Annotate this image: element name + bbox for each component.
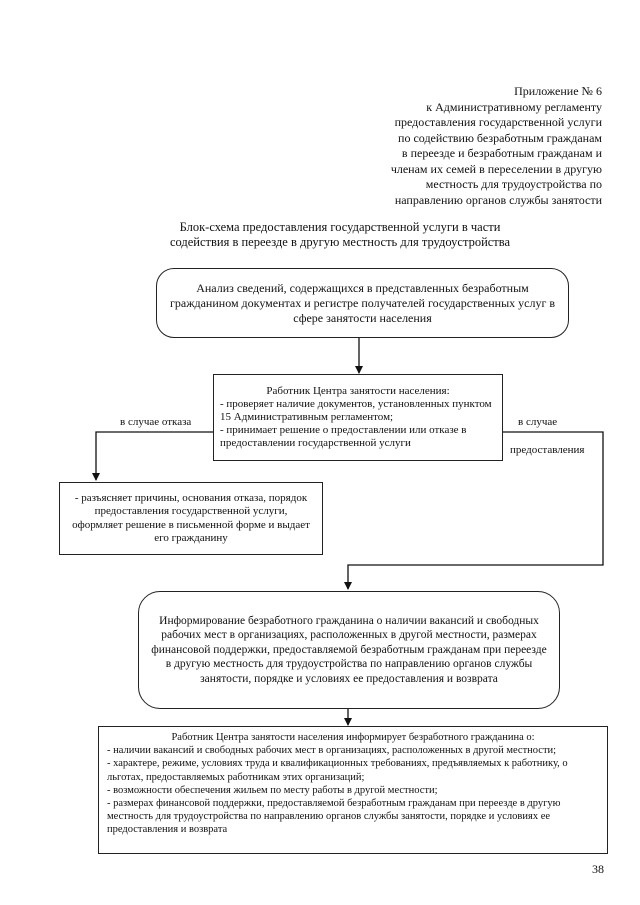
analysis-box: Анализ сведений, содержащихся в представ…	[156, 268, 569, 338]
refusal-text: - разъясняет причины, основания отказа, …	[72, 491, 310, 545]
worker-check-content: Работник Центра занятости населения: - п…	[220, 385, 496, 450]
details-item: - размерах финансовой поддержки, предост…	[107, 798, 561, 836]
appendix-line: местность для трудоустройства по	[425, 177, 602, 191]
worker-check-head: Работник Центра занятости населения:	[266, 385, 450, 397]
details-head: Работник Центра занятости населения инфо…	[171, 732, 535, 743]
appendix-line: в переезде и безработным гражданам и	[401, 146, 602, 160]
diagram-title: Блок-схема предоставления государственно…	[150, 220, 530, 250]
worker-check-box: Работник Центра занятости населения: - п…	[213, 374, 503, 461]
arrow-refusal-branch	[92, 431, 213, 481]
appendix-line: к Административному регламенту	[426, 99, 602, 114]
appendix-line: Приложение № 6	[514, 84, 602, 98]
appendix-line: членам их семей в переселении в другую	[390, 161, 602, 176]
appendix-header: Приложение № 6 к Административному регла…	[302, 84, 602, 208]
label-provision-case-2: предоставления	[510, 444, 585, 456]
details-box: Работник Центра занятости населения инфо…	[98, 726, 608, 854]
details-item: - наличии вакансий и свободных рабочих м…	[107, 745, 557, 757]
details-item: - возможности обеспечения жильем по мест…	[107, 784, 438, 796]
appendix-line: направлению органов службы занятости	[394, 192, 602, 207]
page-number: 38	[592, 862, 604, 876]
appendix-line: по содействию безработным гражданам	[398, 130, 602, 145]
diagram-title-line: Блок-схема предоставления государственно…	[179, 220, 501, 234]
worker-check-item: - проверяет наличие документов, установл…	[220, 398, 492, 423]
label-refusal-case: в случае отказа	[120, 416, 192, 428]
refusal-box: - разъясняет причины, основания отказа, …	[59, 482, 323, 555]
informing-text: Информирование безработного гражданина о…	[151, 614, 547, 685]
informing-box: Информирование безработного гражданина о…	[138, 591, 560, 709]
analysis-text: Анализ сведений, содержащихся в представ…	[169, 280, 556, 325]
appendix-line: предоставления государственной услуги	[394, 115, 602, 129]
diagram-title-line: содействия в переезде в другую местность…	[169, 235, 511, 249]
arrow-provision-branch	[344, 431, 604, 590]
details-item: - характере, режиме, условиях труда и кв…	[107, 758, 568, 783]
label-provision-case-1: в случае	[518, 416, 558, 428]
worker-check-item: - принимает решение о предоставлении или…	[220, 424, 467, 449]
